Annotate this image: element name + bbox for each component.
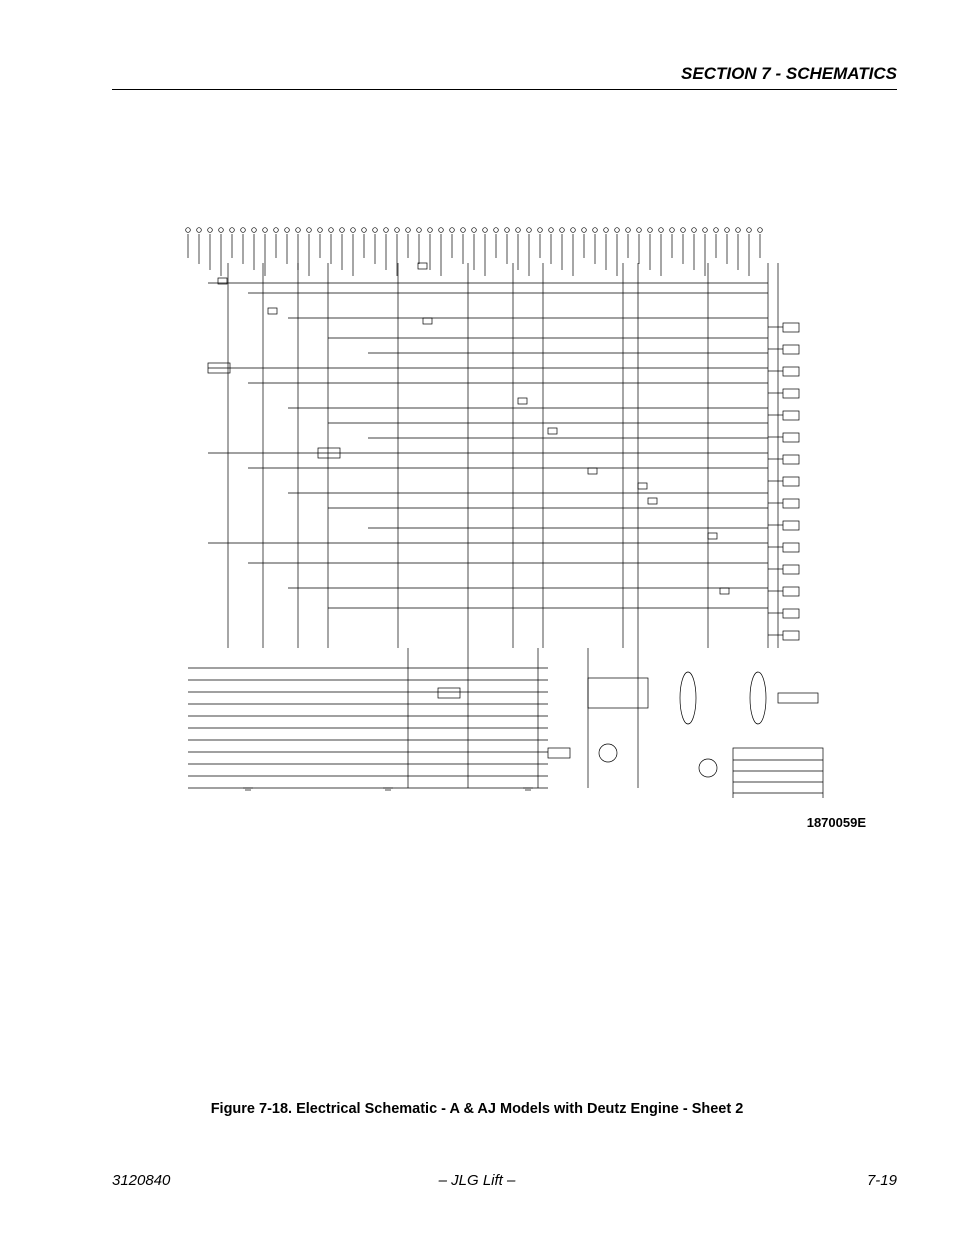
connector-pin <box>625 227 631 233</box>
connector-pin <box>361 227 367 233</box>
connector-pin <box>757 227 763 233</box>
connector-pin <box>273 227 279 233</box>
cable-bundle <box>749 671 767 725</box>
connector-pin <box>636 227 642 233</box>
solenoid-coil <box>782 366 800 377</box>
figure-caption: Figure 7-18. Electrical Schematic - A & … <box>210 1101 744 1117</box>
solenoid-coil <box>782 564 800 575</box>
connector-pin <box>669 227 675 233</box>
connector-pin <box>383 227 389 233</box>
connector-pin <box>504 227 510 233</box>
wire-tag <box>707 532 718 540</box>
connector-pin <box>614 227 620 233</box>
solenoid-coil <box>782 322 800 333</box>
connector-pin <box>427 227 433 233</box>
connector-pin <box>460 227 466 233</box>
connector-pin <box>658 227 664 233</box>
starter-motor <box>698 758 718 778</box>
connector-pin <box>691 227 697 233</box>
solenoid-coil <box>782 476 800 487</box>
connector-pin <box>405 227 411 233</box>
connector-pin <box>581 227 587 233</box>
electrical-schematic <box>185 227 824 798</box>
wire-tag <box>217 277 228 285</box>
solenoid-coil <box>782 388 800 399</box>
connector-pin <box>196 227 202 233</box>
connector-pin <box>339 227 345 233</box>
connector-pin <box>526 227 532 233</box>
connector-pin <box>240 227 246 233</box>
connector-pin <box>647 227 653 233</box>
connector-pin <box>306 227 312 233</box>
footer-doc-number: 3120840 <box>112 1172 171 1189</box>
connector-pin <box>229 227 235 233</box>
connector-pin <box>592 227 598 233</box>
connector-pin <box>702 227 708 233</box>
wire-tag <box>267 307 278 315</box>
connector-pin <box>394 227 400 233</box>
connector-pin <box>350 227 356 233</box>
connector-pin <box>416 227 422 233</box>
wire-tag <box>517 397 528 405</box>
connector-pin <box>251 227 257 233</box>
solenoid-coil <box>782 630 800 641</box>
connector-pin <box>471 227 477 233</box>
solenoid-coil <box>782 586 800 597</box>
connector-pin <box>735 227 741 233</box>
wire-tag <box>417 262 428 270</box>
solenoid-coil <box>782 454 800 465</box>
wire-tag <box>719 587 730 595</box>
connector-pin <box>724 227 730 233</box>
controller-box <box>587 677 649 709</box>
connector-pin <box>218 227 224 233</box>
wire-tag <box>547 427 558 435</box>
solenoid-coil <box>782 410 800 421</box>
connector-pin <box>372 227 378 233</box>
connector-pin <box>284 227 290 233</box>
relay <box>547 747 571 759</box>
solenoid-coil <box>782 344 800 355</box>
connector-pin <box>493 227 499 233</box>
solenoid-coil <box>782 520 800 531</box>
connector-pin <box>680 227 686 233</box>
connector-pin <box>603 227 609 233</box>
relay <box>317 447 341 459</box>
connector-pin <box>515 227 521 233</box>
connector-pin <box>207 227 213 233</box>
solenoid-coil <box>782 432 800 443</box>
connector-pin <box>537 227 543 233</box>
connector-pin <box>262 227 268 233</box>
actuator-box <box>777 692 819 704</box>
footer-page-number: 7-19 <box>866 1172 897 1189</box>
solenoid-coil <box>782 498 800 509</box>
connector-pin <box>328 227 334 233</box>
solenoid-coil <box>782 542 800 553</box>
wire-tag <box>647 497 658 505</box>
connector-pin <box>559 227 565 233</box>
connector-pin <box>548 227 554 233</box>
solenoid-coil <box>782 608 800 619</box>
drawing-number: 1870059E <box>806 815 866 830</box>
section-title: SECTION 7 - SCHEMATICS <box>681 64 897 83</box>
header-rule <box>112 89 897 90</box>
connector-pin <box>317 227 323 233</box>
connector-pin <box>438 227 444 233</box>
footer-publisher: – JLG Lift – <box>438 1172 516 1189</box>
wire-tag <box>637 482 648 490</box>
relay <box>207 362 231 374</box>
connector-pin <box>713 227 719 233</box>
wire-tag <box>587 467 598 475</box>
connector-pin <box>449 227 455 233</box>
truth-table <box>732 747 824 798</box>
connector-pin <box>185 227 191 233</box>
cable-bundle <box>679 671 697 725</box>
wire-tag <box>422 317 433 325</box>
connector-pin <box>482 227 488 233</box>
connector-pin <box>295 227 301 233</box>
connector-pin <box>746 227 752 233</box>
relay <box>437 687 461 699</box>
connector-pin <box>570 227 576 233</box>
pump-motor <box>598 743 618 763</box>
